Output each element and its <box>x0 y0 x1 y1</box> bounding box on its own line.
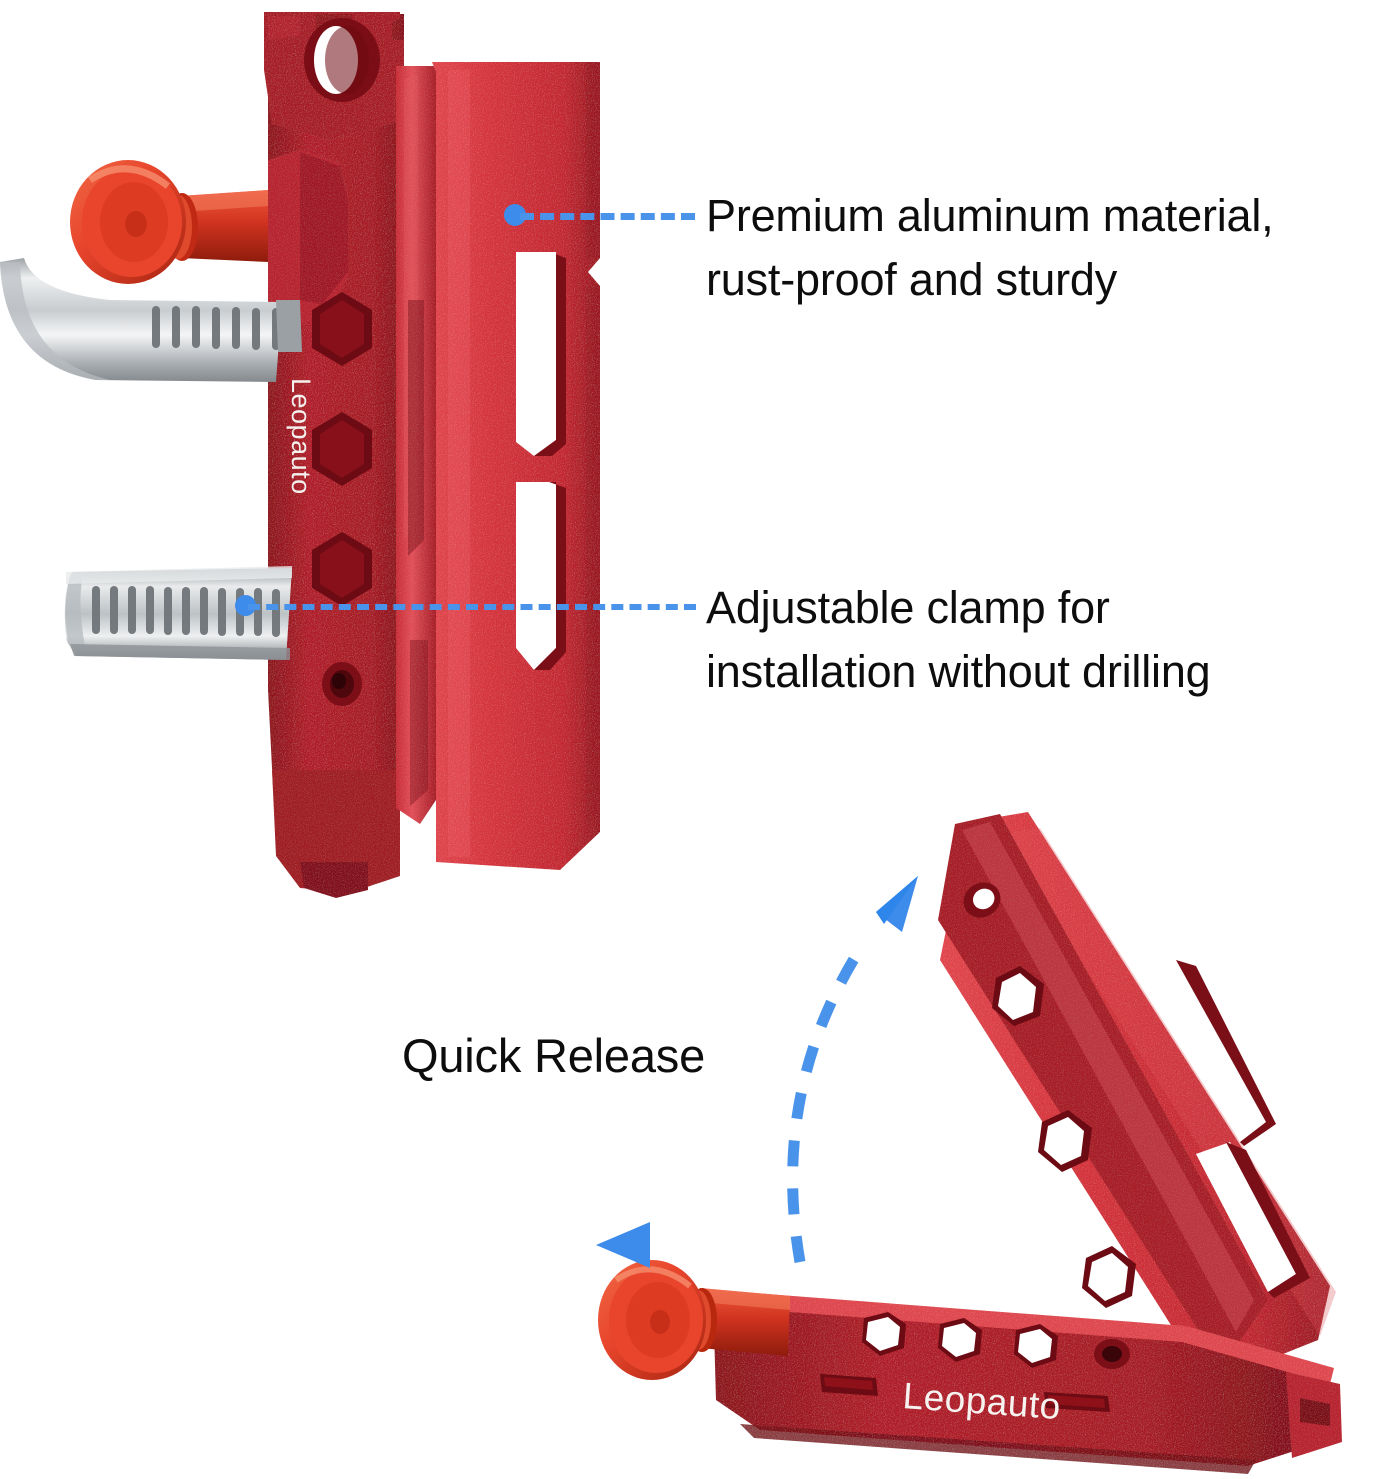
slot-cutouts-right-face <box>516 252 566 670</box>
hex-holes-left-face <box>312 292 372 606</box>
callout-dot-adjustable-clamp <box>235 595 256 616</box>
hex-hole <box>1038 1110 1092 1172</box>
hose-clamp-band-upper <box>0 258 302 382</box>
main-bracket-assembly: Leopauto <box>0 12 600 898</box>
callout-line-premium-aluminum <box>520 213 695 220</box>
slot-cutout <box>1148 960 1276 1146</box>
slot-cutout <box>516 252 566 456</box>
fold-motion-arc-arrow <box>787 876 918 1263</box>
recessed-bolt-hole-folded <box>963 882 1001 918</box>
bracket-right-face <box>432 62 600 870</box>
hex-hole <box>312 532 372 606</box>
hex-hole <box>1014 1324 1058 1368</box>
quick-release-barrel-upper <box>268 150 348 330</box>
slot-cutouts-base-arm <box>820 1374 1110 1412</box>
recessed-bolt-hole-base <box>1094 1339 1130 1369</box>
hex-holes-folded-arm <box>963 882 1136 1308</box>
top-mounting-hole <box>304 18 380 102</box>
folded-bracket-assembly: Leopauto <box>598 812 1342 1474</box>
bracket-center-ridge <box>396 66 436 824</box>
callout-text-adjustable-clamp: Adjustable clamp for installation withou… <box>706 582 1211 697</box>
hex-hole <box>862 1312 906 1356</box>
brand-engraving-vertical: Leopauto <box>286 378 316 495</box>
callout-text-premium-aluminum: Premium aluminum material, rust-proof an… <box>706 190 1274 305</box>
quick-release-pin-lower <box>598 1260 790 1380</box>
hex-hole <box>938 1318 982 1362</box>
hex-hole <box>1082 1246 1136 1308</box>
hex-hole <box>312 412 372 486</box>
callout-dot-premium-aluminum <box>504 204 526 226</box>
slot-cutout <box>1196 1142 1310 1298</box>
slot-cutouts-folded-arm <box>1148 960 1310 1298</box>
hex-hole <box>312 292 372 366</box>
base-arm-end-tab <box>1286 1372 1342 1458</box>
folded-arm-edge-wall <box>938 814 1268 1344</box>
slot-cutout <box>516 482 566 670</box>
hose-clamp-band-lower <box>64 566 292 660</box>
hex-holes-base-arm <box>862 1312 1130 1369</box>
quick-release-label: Quick Release <box>402 1029 706 1082</box>
recessed-bolt-hole-lower <box>322 662 362 706</box>
quick-release-pin-upper <box>70 160 268 284</box>
bracket-bottom-flare <box>272 770 400 898</box>
callout-line-adjustable-clamp <box>248 604 696 610</box>
pin-pull-arrow <box>596 1222 738 1268</box>
hex-hole <box>992 966 1044 1026</box>
